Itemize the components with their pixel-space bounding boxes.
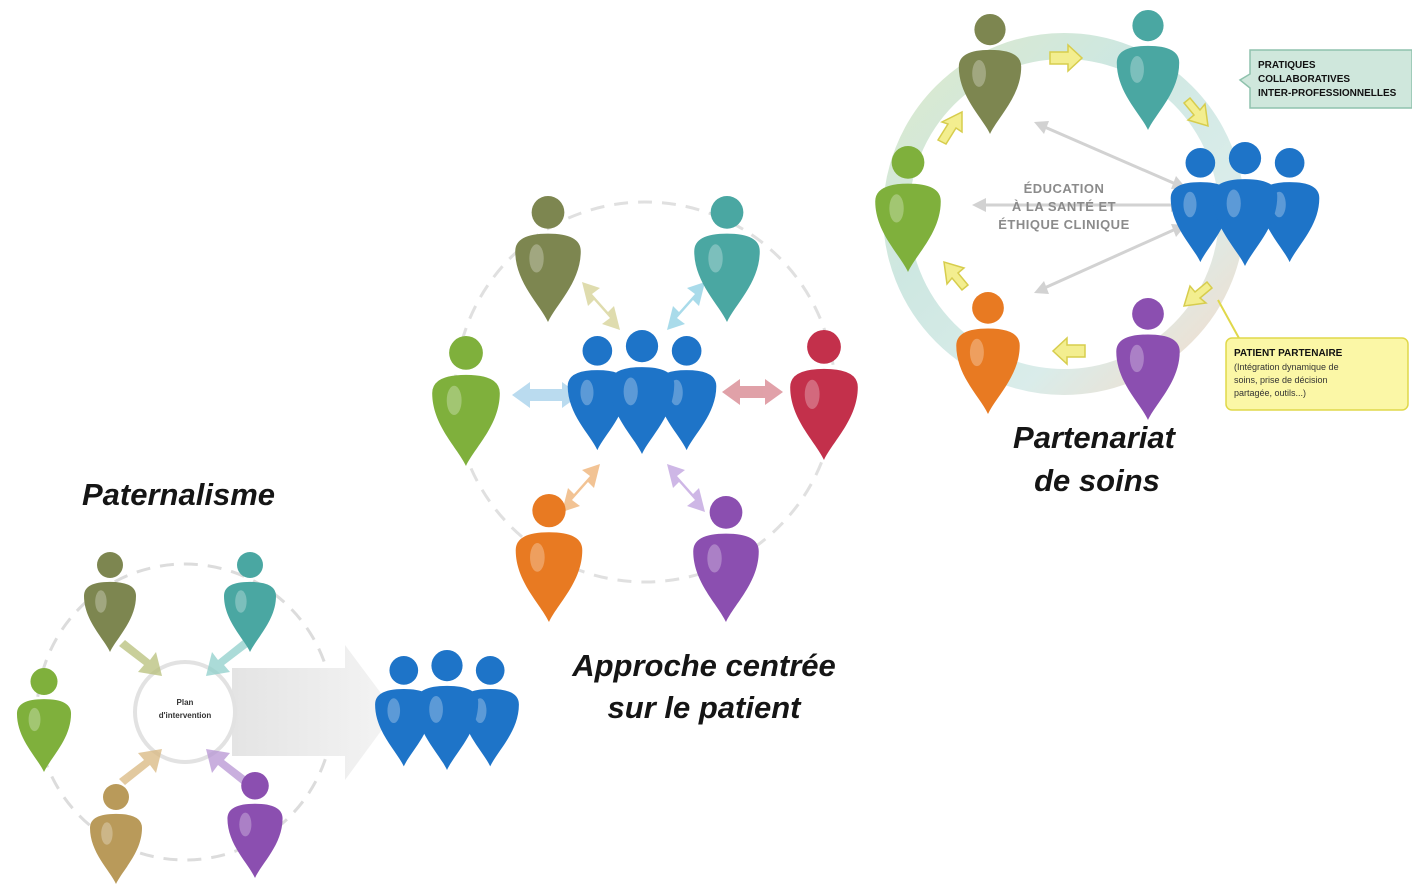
ring-arrows [936, 43, 1214, 366]
orange-person [956, 292, 1020, 414]
stage-partenariat: ÉDUCATION À LA SANTÉ ET ÉTHIQUE CLINIQUE… [875, 10, 1412, 498]
stage3-people [875, 10, 1320, 420]
center-line-1: ÉDUCATION [1024, 181, 1105, 196]
title-partenariat-2: de soins [1034, 463, 1160, 498]
plan-label-2: d'intervention [159, 711, 212, 720]
tan-person [90, 784, 142, 884]
title-approche-2: sur le patient [608, 690, 803, 725]
patient-partenaire-title: PATIENT PARTENAIRE [1234, 348, 1343, 359]
teal-person [694, 196, 760, 322]
pratiques-line-2: COLLABORATIVES [1258, 74, 1350, 85]
inner-arrows [980, 123, 1179, 292]
patient-partenaire-line-3: partagée, outils...) [1234, 388, 1306, 398]
olive-person [958, 14, 1022, 134]
title-partenariat-1: Partenariat [1013, 420, 1177, 455]
red-person [790, 330, 858, 460]
green-person [875, 146, 941, 272]
pratiques-box: PRATIQUES COLLABORATIVES INTER-PROFESSIO… [1238, 49, 1412, 109]
stage2-people [432, 196, 858, 622]
plan-circle [133, 660, 237, 764]
pratiques-line-1: PRATIQUES [1258, 60, 1316, 71]
purple-person [693, 496, 759, 622]
stage-approche: Approche centrée sur le patient [432, 196, 858, 725]
teal-person [1116, 10, 1180, 130]
patient-group-person-center [415, 650, 479, 770]
big-arrow [232, 645, 395, 780]
stage1-people [16, 552, 519, 884]
patient-group-person-center [609, 330, 675, 454]
patient-partenaire-box: PATIENT PARTENAIRE (Intégration dynamiqu… [1217, 299, 1409, 411]
stage1-arrows [119, 640, 249, 785]
olive-person [515, 196, 581, 322]
title-approche-1: Approche centrée [571, 648, 836, 683]
patient-partenaire-line-1: (Intégration dynamique de [1234, 362, 1339, 372]
stage2-arrows [512, 282, 783, 512]
pratiques-line-3: INTER-PROFESSIONNELLES [1258, 88, 1397, 99]
center-line-3: ÉTHIQUE CLINIQUE [998, 217, 1130, 232]
purple-person [227, 772, 283, 878]
patient-group-person-center [1212, 142, 1278, 266]
teal-person [224, 552, 276, 652]
patient-partenaire-line-2: soins, prise de décision [1234, 375, 1328, 385]
title-paternalisme: Paternalisme [82, 477, 275, 512]
green-person [432, 336, 500, 466]
olive-person [84, 552, 136, 652]
center-line-2: À LA SANTÉ ET [1012, 199, 1116, 214]
plan-label-1: Plan [177, 698, 194, 707]
purple-person [1116, 298, 1180, 420]
stage-paternalisme: Plan d'intervention Paternalisme [16, 477, 519, 884]
orange-person [515, 494, 583, 622]
green-person [16, 668, 72, 772]
